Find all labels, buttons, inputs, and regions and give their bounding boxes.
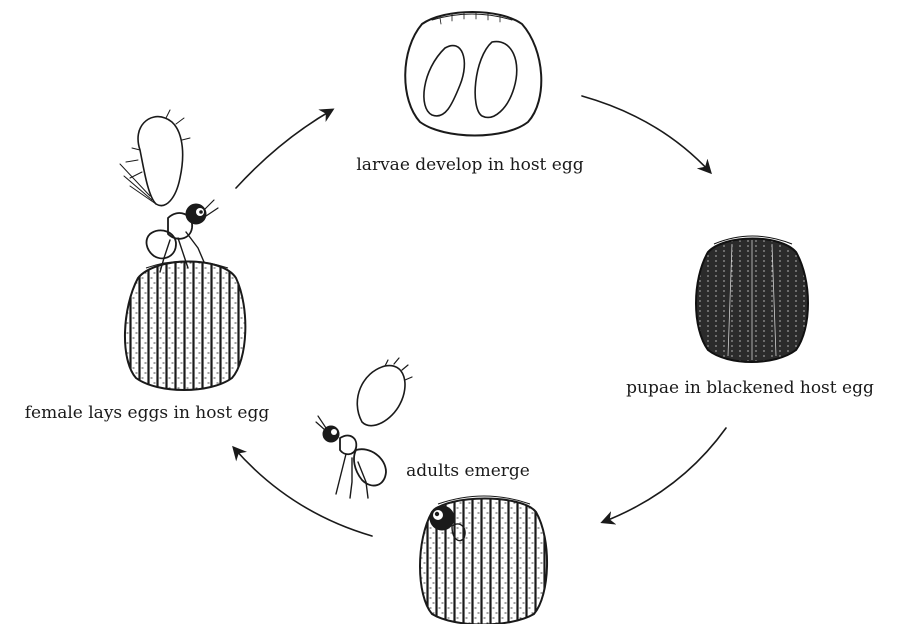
stage-label-female: female lays eggs in host egg xyxy=(25,403,270,423)
stage-label-adults: adults emerge xyxy=(406,461,530,481)
wasp-on-host-egg-icon xyxy=(120,110,245,390)
stage-label-pupae: pupae in blackened host egg xyxy=(626,378,874,398)
blackened-host-egg-icon xyxy=(696,236,808,362)
opened-host-egg-with-larvae-icon xyxy=(405,12,541,136)
arrow-female-to-larvae xyxy=(236,110,332,188)
arrow-larvae-to-pupae xyxy=(582,96,710,172)
arrow-pupae-to-adults xyxy=(603,428,726,522)
egg-with-emerging-wasp-icon xyxy=(420,496,547,624)
flying-wasp-icon xyxy=(316,358,412,498)
stage-label-larvae: larvae develop in host egg xyxy=(356,155,583,175)
